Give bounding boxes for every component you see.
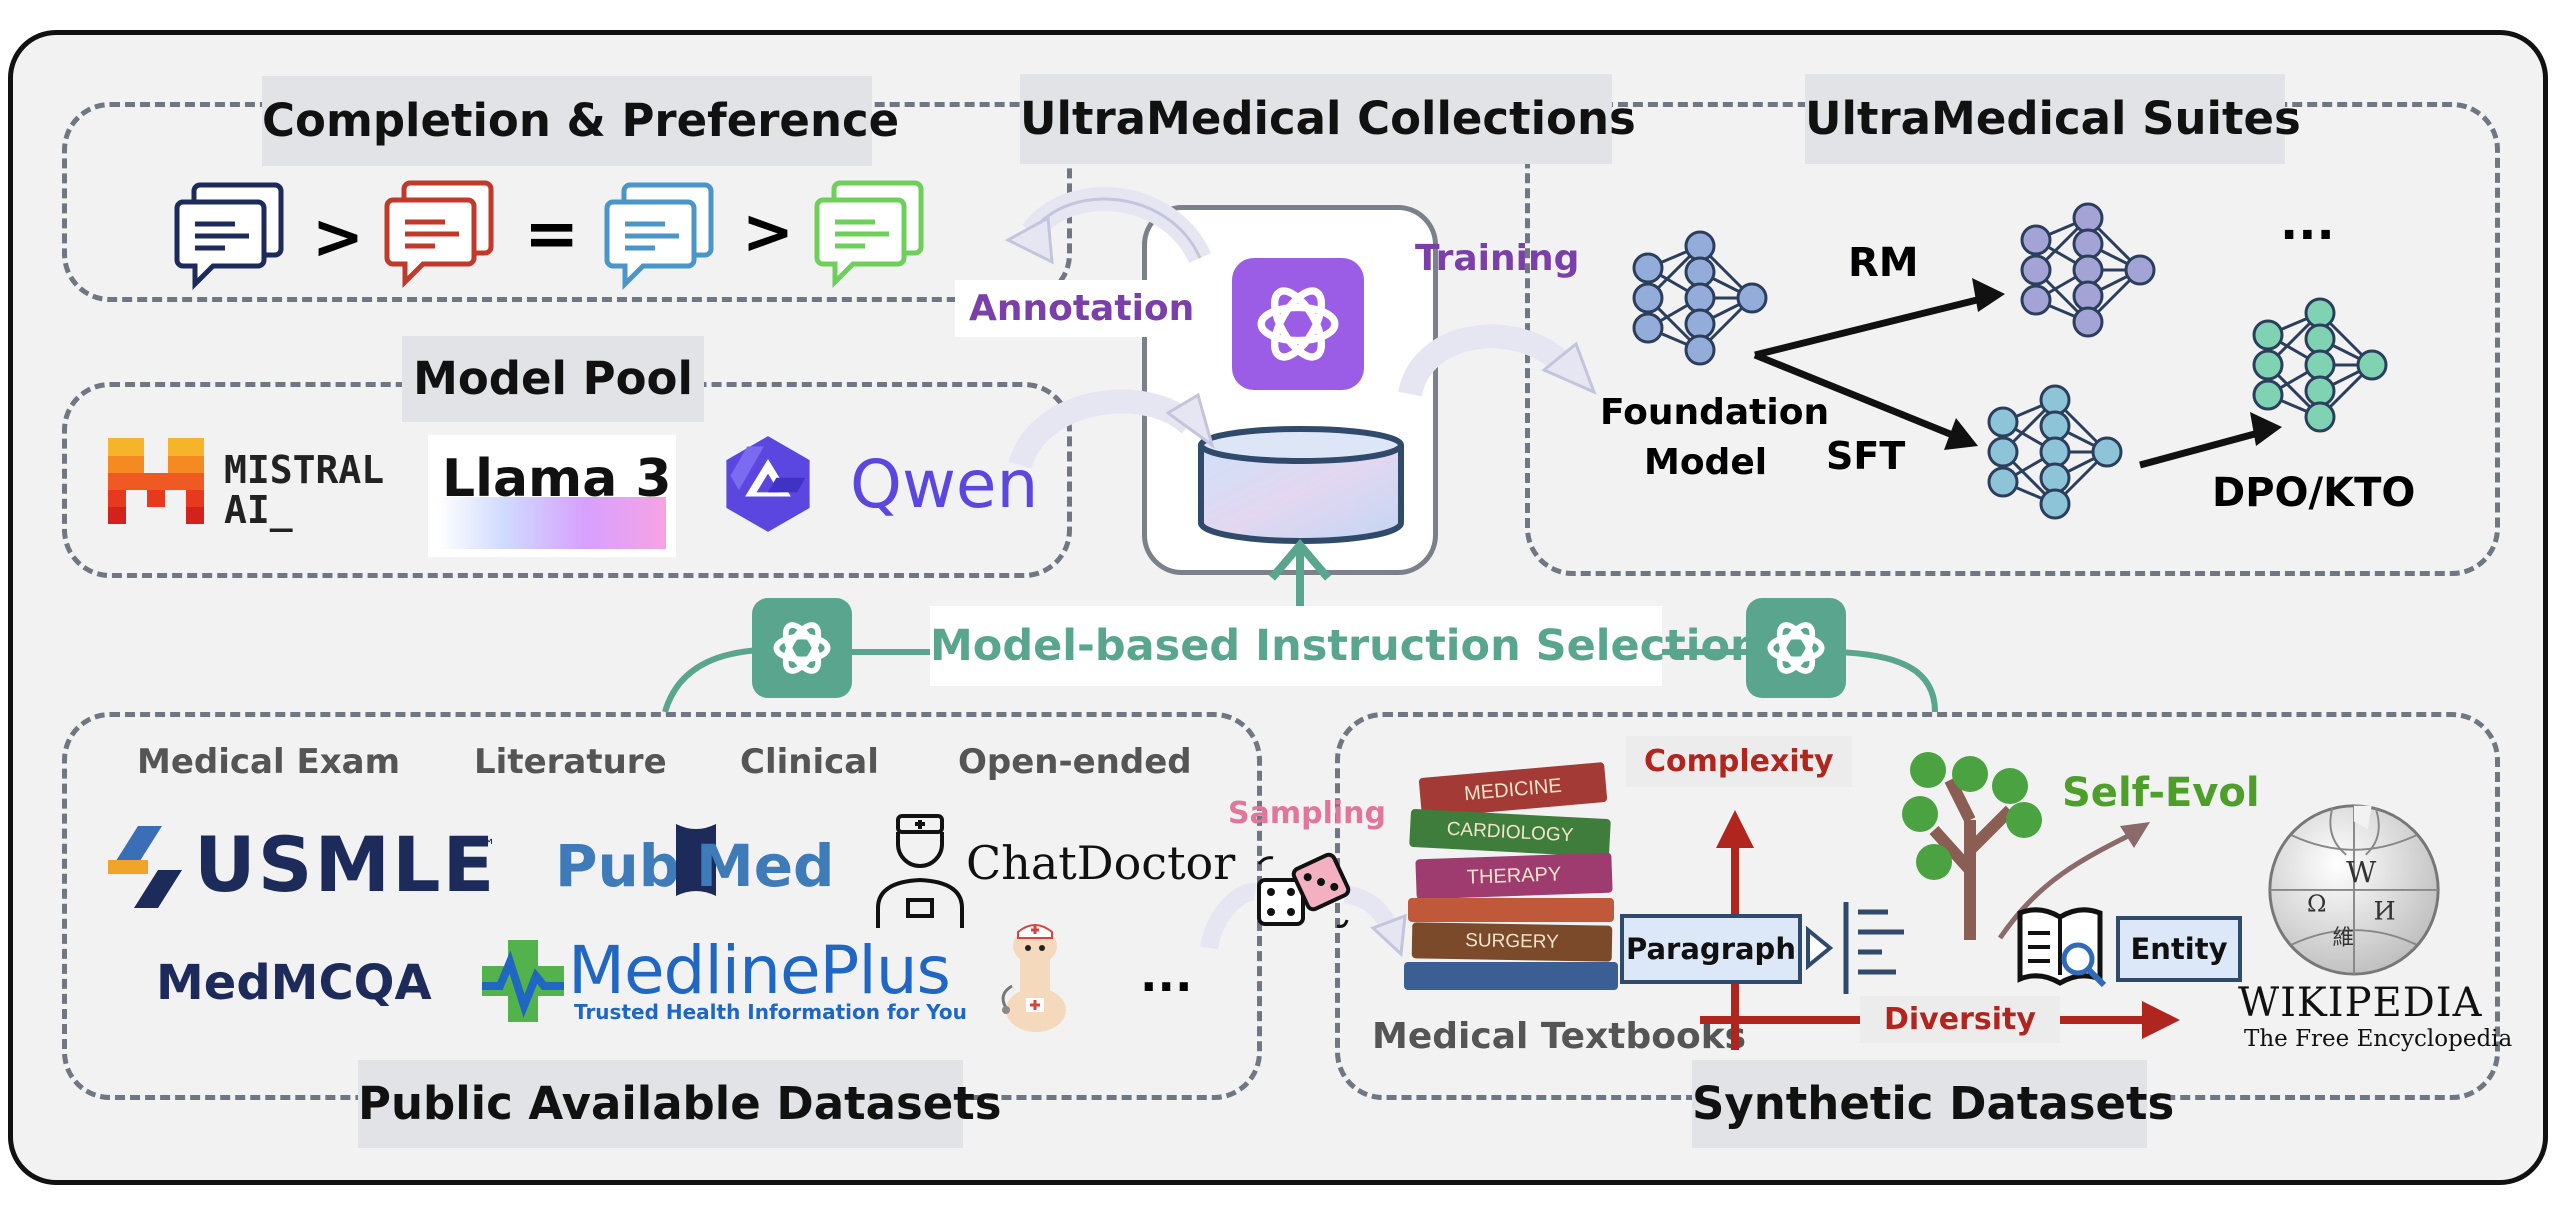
medlineplus-text: MedlinePlus [568,932,951,1009]
chat-bubble-red-icon [384,180,494,289]
sampling-label: Sampling [1228,796,1386,831]
paragraph-to-outline-icon [1806,902,1904,994]
textbooks-stack: MEDICINE CARDIOLOGY THERAPY SURGERY [1402,761,1620,992]
category-literature: Literature [474,742,667,782]
annotation-arrow-icon [1004,187,1211,265]
svg-text:維: 維 [2332,926,2354,951]
openai-logo-collections [1232,258,1364,390]
medlineplus-tagline: Trusted Health Information for You [574,1000,967,1024]
annotation-label: Annotation [955,280,1209,337]
usmle-logo-icon [108,826,182,908]
wikipedia-globe-icon: W Ω И 維 [2268,804,2440,976]
instruction-selection-label: Model-based Instruction Selection [930,606,1761,686]
category-clinical: Clinical [740,742,879,782]
self-evol-label: Self-Evol [2062,770,2260,816]
pubmed-text-pub: Pub [555,832,681,900]
category-open-ended: Open-ended [958,742,1192,782]
mistral-text-line1: MISTRAL [224,448,385,492]
chat-bubble-green-icon [814,180,924,289]
collections-header: UltraMedical Collections [1020,74,1636,164]
dpo-network-icon [2252,297,2388,433]
chat-bubble-navy-icon [174,182,284,291]
openai-logo-left [752,598,852,698]
qwen-text: Qwen [850,446,1039,523]
rm-network-icon [2020,202,2156,338]
suites-ellipsis: ... [2280,195,2335,251]
llama3-logo: Llama 3 [428,435,676,557]
category-medical-exam: Medical Exam [137,742,401,782]
chatdoctor-text: ChatDoctor [966,836,1236,890]
preference-gt-1: > [312,200,364,273]
llama3-text: Llama 3 [442,449,672,509]
openai-knot-icon [1257,287,1339,361]
dpo-kto-label: DPO/KTO [2212,470,2416,516]
openai-knot-icon [773,622,831,674]
entity-box: Entity [2116,916,2242,982]
medlineplus-logo-icon [482,940,564,1022]
dice-icon [1257,852,1351,928]
foundation-label-line1: Foundation [1600,392,1830,433]
tree-icon [1902,752,2042,940]
pubmed-bookmark-icon [676,824,716,896]
openai-logo-right [1746,598,1846,698]
doctor-icon [876,814,964,928]
completion-preference-header: Completion & Preference [262,76,899,166]
wikipedia-wordmark: WIKIPEDIA [2238,980,2483,1026]
preference-eq: = [524,195,580,272]
textbooks-label: Medical Textbooks [1372,1016,1747,1057]
database-cylinder-icon [1198,426,1404,544]
svg-text:И: И [2374,895,2396,925]
training-label: Training [1415,238,1580,279]
sft-label: SFT [1826,434,1906,478]
book-plain-2 [1404,962,1618,990]
book-plain-1 [1408,898,1614,922]
sft-network-icon [1987,384,2123,520]
sampling-arrows-icon [1200,882,1407,958]
book-search-icon [2017,907,2107,988]
mistral-text-line2: AI_ [224,488,293,532]
paragraph-box: Paragraph [1620,914,1802,984]
alpaca-doctor-icon [1001,924,1066,1032]
synthetic-datasets-header: Synthetic Datasets [1692,1060,2174,1148]
qwen-logo-icon [726,436,810,532]
foundation-label-line2: Model [1644,442,1768,483]
chat-bubble-blue-icon [604,182,714,291]
mistral-logo-icon [108,438,204,524]
model-pool-header: Model Pool [402,336,704,422]
openai-knot-icon [1767,622,1825,674]
svg-text:Ω: Ω [2307,889,2326,917]
svg-text:W: W [2346,855,2377,889]
wikipedia-tagline: The Free Encyclopedia [2244,1026,2513,1052]
suites-header: UltraMedical Suites [1805,74,2301,164]
public-datasets-header: Public Available Datasets [358,1060,1002,1148]
rm-label: RM [1848,240,1919,286]
diversity-label: Diversity [1860,996,2060,1043]
usmle-text: USMLE [194,820,497,909]
medmcqa-text: MedMCQA [156,955,432,1011]
usmle-trademark: ™ [478,836,496,857]
foundation-model-network-icon [1632,230,1768,366]
pool-to-collection-arrow-icon [1008,389,1215,470]
complexity-label: Complexity [1626,736,1852,787]
training-arrow-icon [1398,324,1597,398]
pubmed-text-med: Med [696,832,835,900]
llama3-gradient [438,497,666,549]
preference-gt-2: > [742,195,794,268]
public-ellipsis: ... [1140,948,1193,1002]
